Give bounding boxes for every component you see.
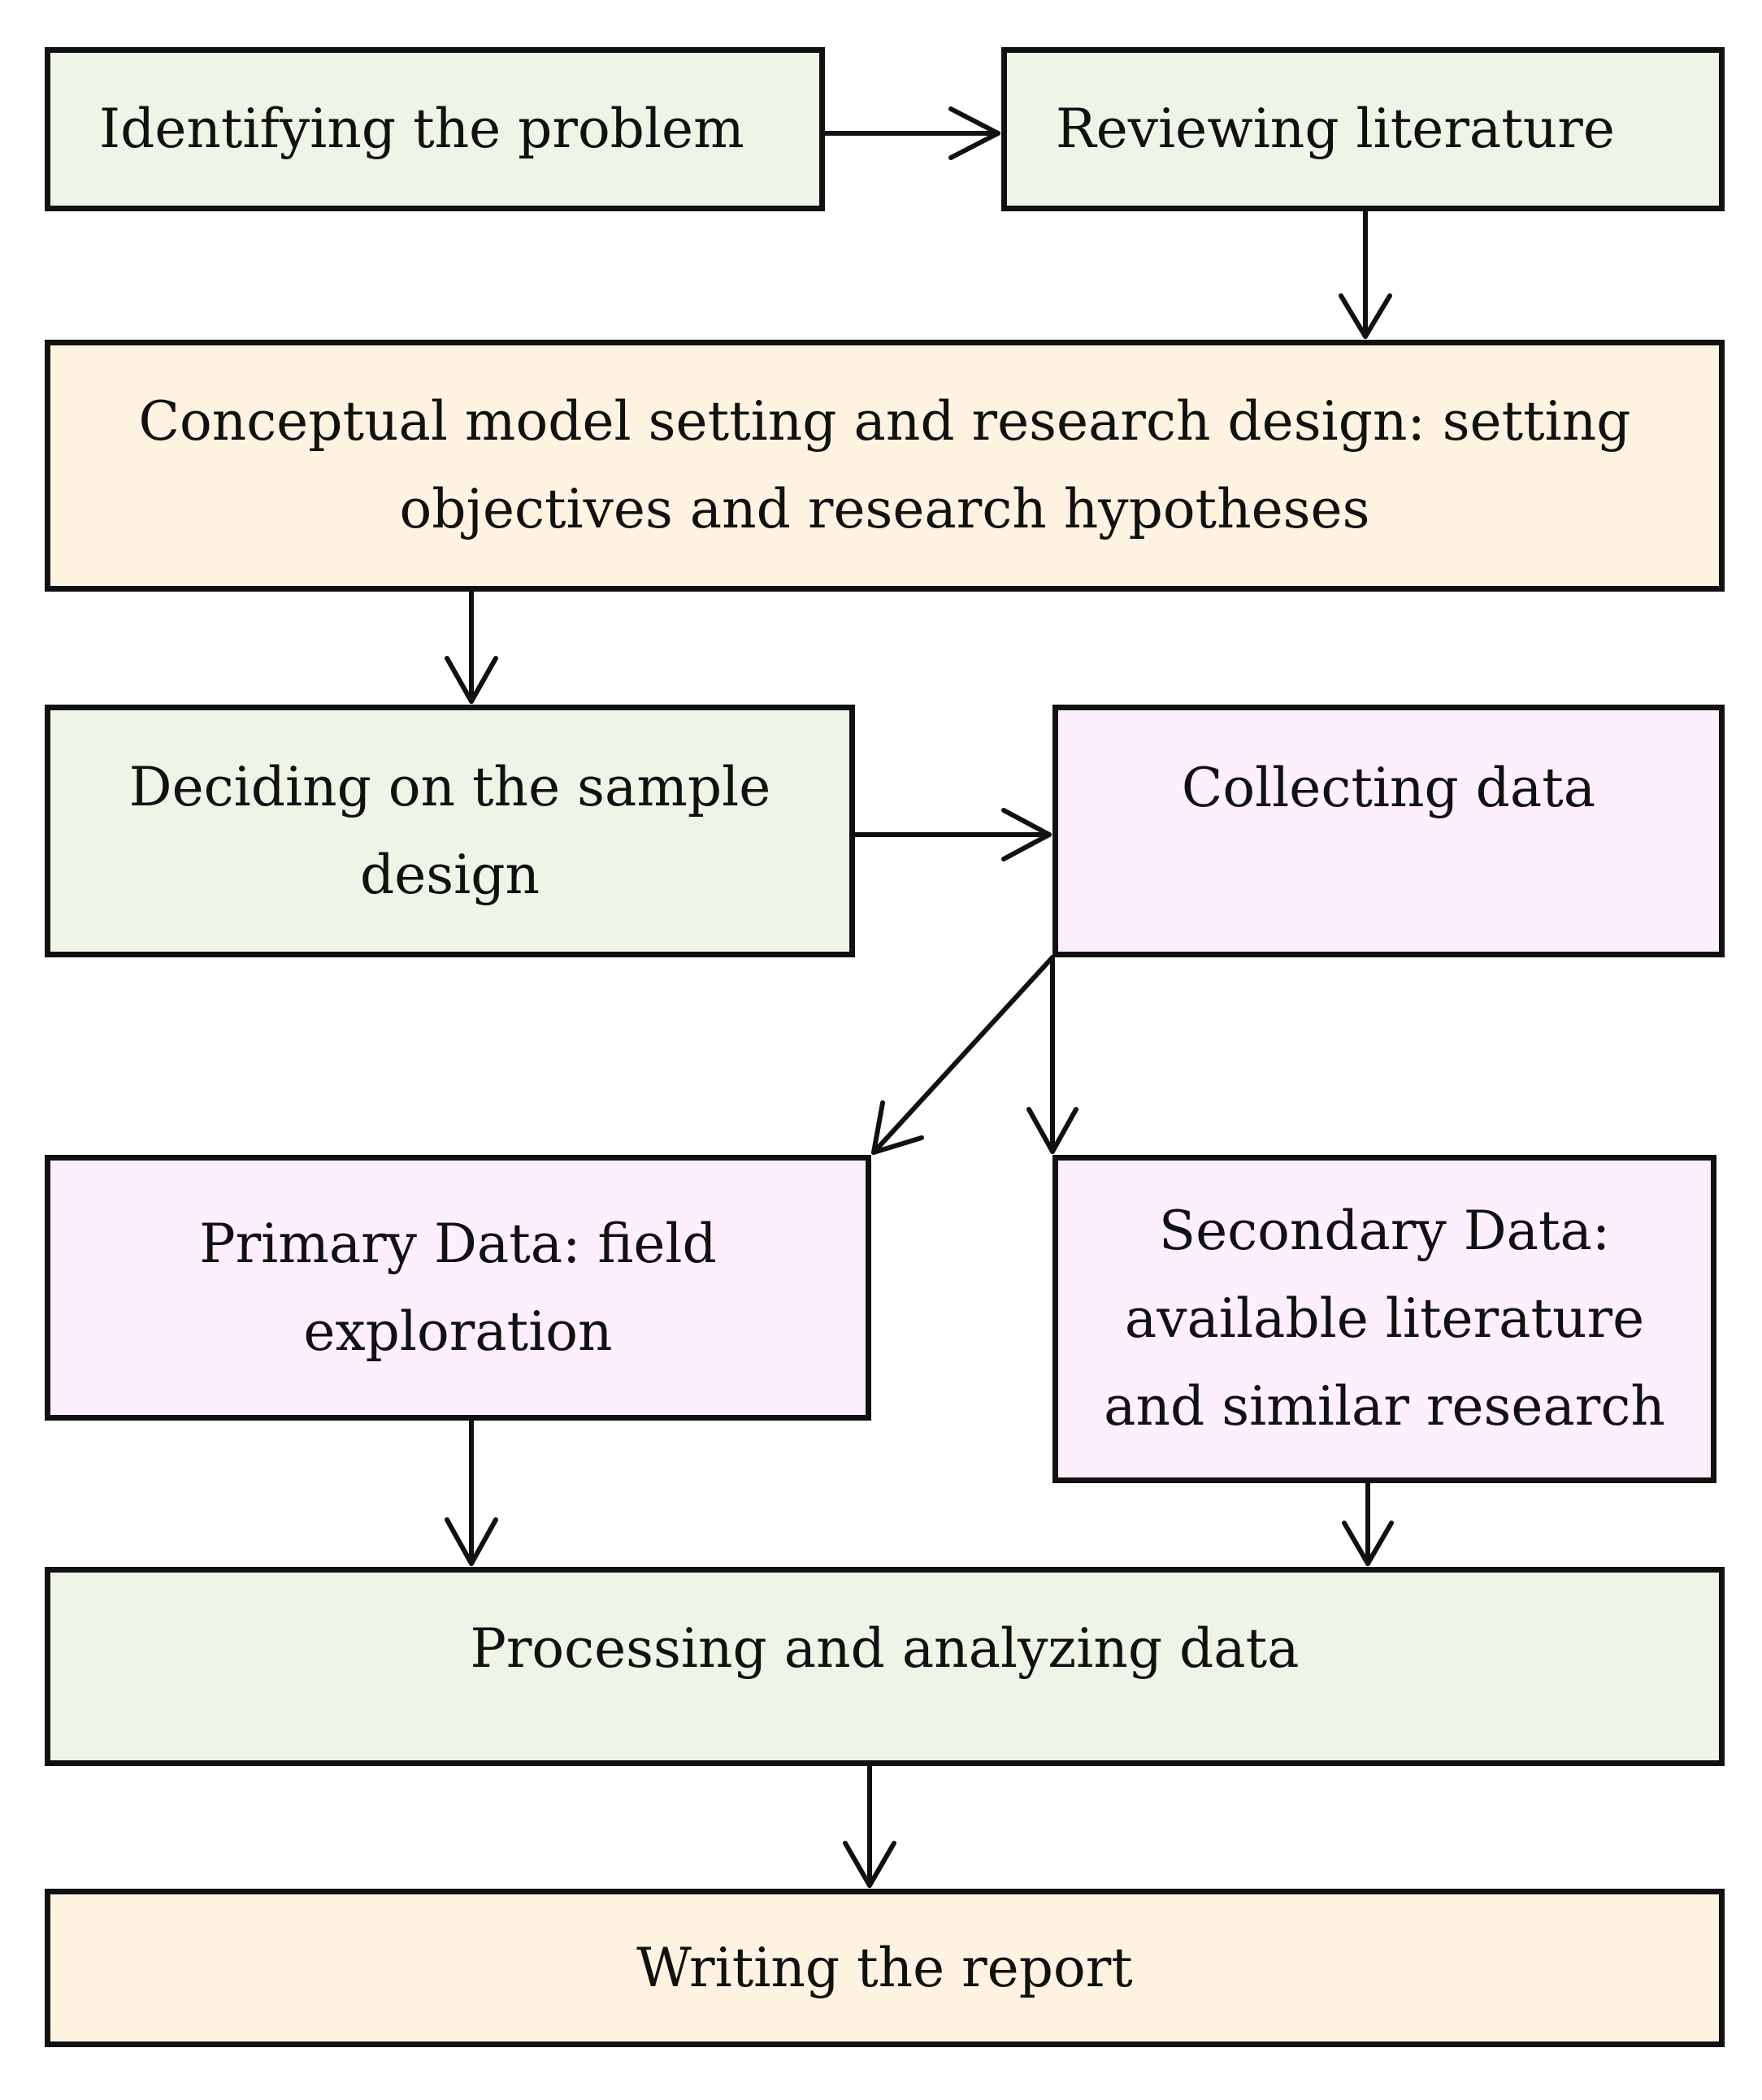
arrow-review-to-concept — [1339, 209, 1392, 339]
secondary-data-line-1: Secondary Data: — [1158, 1200, 1611, 1262]
primary-data-box: Primary Data: field exploration — [45, 1155, 871, 1421]
arrow-collect-to-secondary — [1026, 955, 1078, 1154]
processing-data-line-1: Processing and analyzing data — [470, 1617, 1300, 1680]
reviewing-literature-box: Reviewing literature — [1001, 47, 1725, 211]
sample-design-line-1: Deciding on the sample — [128, 755, 771, 818]
sample-design-box: Deciding on the sample design — [45, 705, 855, 957]
collecting-data-box: Collecting data — [1052, 705, 1725, 957]
arrow-process-to-report — [843, 1764, 896, 1888]
identifying-problem-line-1: Identifying the problem — [99, 98, 744, 160]
collecting-data-line-1: Collecting data — [1181, 757, 1596, 819]
secondary-data-line-3: and similar research — [1104, 1375, 1665, 1438]
arrow-identify-to-review — [822, 106, 1000, 160]
arrow-secondary-to-process — [1342, 1481, 1394, 1566]
secondary-data-line-2: available literature — [1124, 1287, 1645, 1350]
primary-data-line-1: Primary Data: field — [199, 1212, 717, 1275]
identifying-problem-box: Identifying the problem — [45, 47, 825, 211]
arrow-concept-to-sample — [445, 589, 498, 704]
secondary-data-box: Secondary Data: available literature and… — [1052, 1155, 1716, 1483]
arrow-primary-to-process — [445, 1418, 498, 1566]
arrow-collect-to-primary — [871, 955, 1055, 1155]
processing-data-box: Processing and analyzing data — [45, 1567, 1725, 1766]
writing-report-box: Writing the report — [45, 1889, 1725, 2047]
writing-report-line-1: Writing the report — [636, 1936, 1133, 1999]
sample-design-line-2: design — [359, 843, 540, 906]
primary-data-line-2: exploration — [303, 1299, 613, 1363]
conceptual-model-box: Conceptual model setting and research de… — [45, 340, 1725, 592]
reviewing-literature-line-1: Reviewing literature — [1056, 98, 1615, 160]
conceptual-model-line-1: Conceptual model setting and research de… — [138, 390, 1631, 453]
conceptual-model-line-2: objectives and research hypotheses — [399, 478, 1370, 540]
arrow-sample-to-collect — [853, 808, 1052, 861]
